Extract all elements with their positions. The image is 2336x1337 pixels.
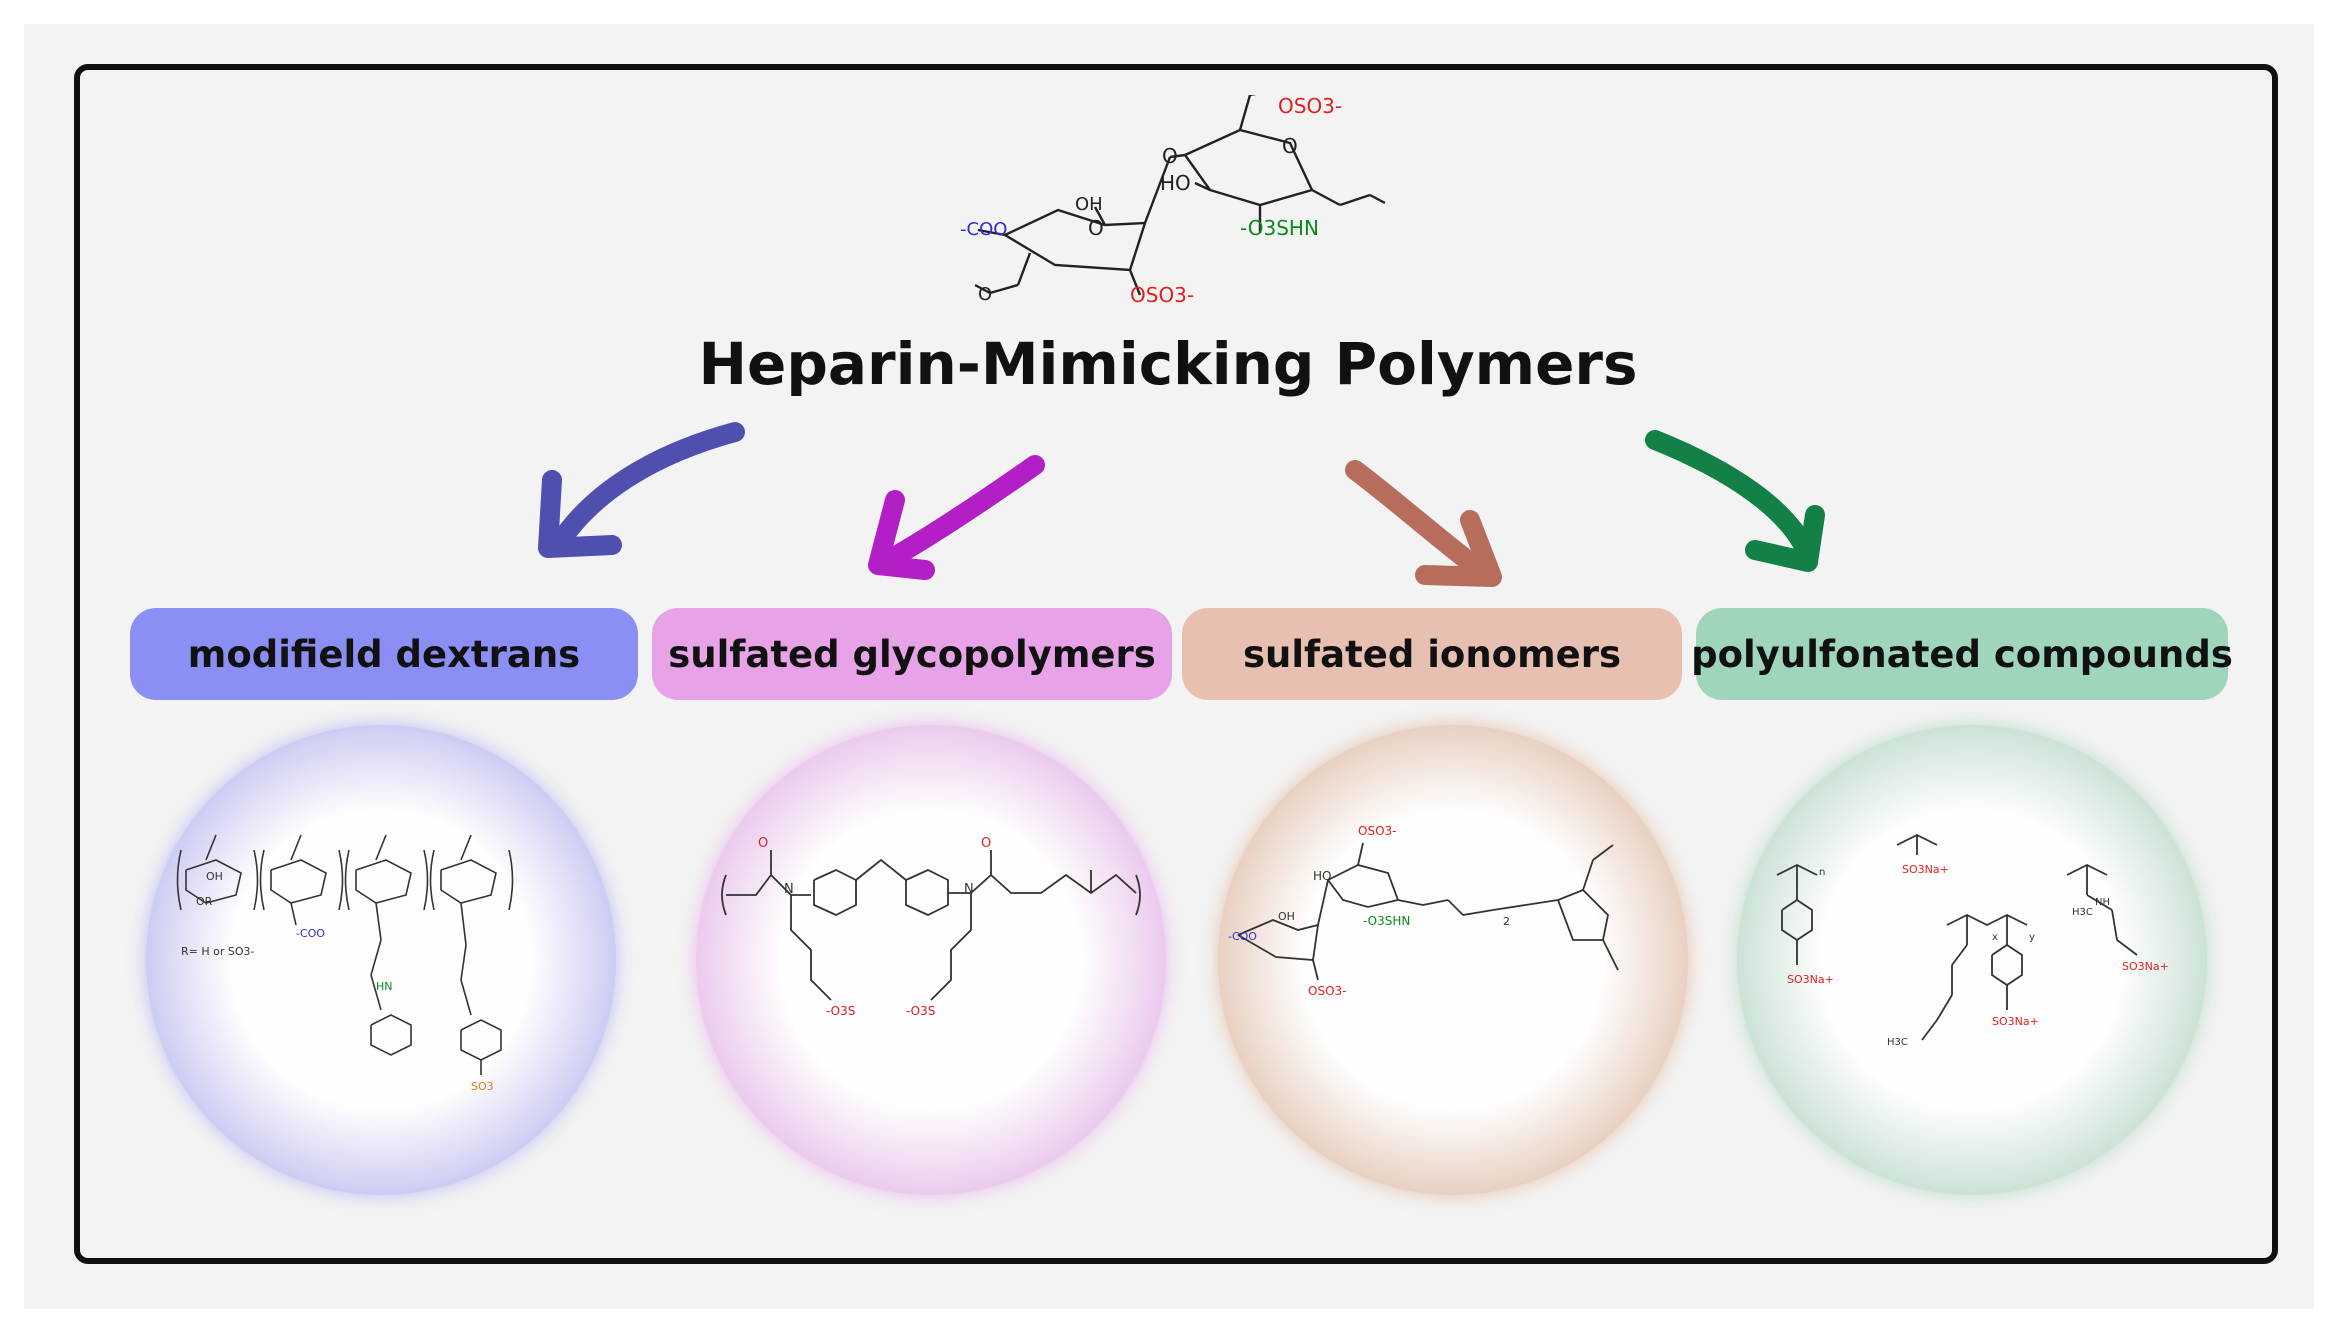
label-o3shn: -O3SHN: [1240, 216, 1319, 240]
dextran-hn-label: HN: [376, 980, 393, 993]
ionomer-oh: OH: [1278, 910, 1295, 923]
polysulfonate-structure: SO3Na+ SO3Na+ SO3Na+ SO3Na+ n x y H3C NH…: [1776, 833, 2169, 1048]
label-link-oxygen: O: [1162, 144, 1178, 168]
polysulfonate-so3na-3: SO3Na+: [1992, 1015, 2039, 1028]
dextran-so3-label: SO3: [471, 1080, 494, 1093]
category-pill-sulfated-ionomers: sulfated ionomers: [1182, 608, 1682, 700]
ionomer-ho: HO: [1313, 869, 1331, 883]
label-oso3-bottom: OSO3-: [1130, 283, 1194, 307]
ionomer-oso3-top: OSO3-: [1358, 824, 1396, 838]
label-oso3-top: OSO3-: [1278, 95, 1342, 118]
polysulfonate-n: n: [1819, 867, 1825, 878]
ionomer-subscript: 2: [1503, 915, 1510, 928]
dextran-structure: OR OH -COO HN SO3 R= H or SO3-: [176, 834, 514, 1093]
glyco-so3-right: -O3S: [906, 1004, 935, 1018]
polysulfonate-h3c: H3C: [2072, 907, 2093, 918]
ionomer-oso3-bottom: OSO3-: [1308, 984, 1346, 998]
dextran-or-label: OR: [196, 895, 213, 908]
polysulfonate-h3c-2: H3C: [1887, 1037, 1908, 1048]
polysulfonate-so3na-2: SO3Na+: [1902, 863, 1949, 876]
structure-circle-ionomers: OSO3- HO -O3SHN OH -COO OSO3- 2: [1218, 725, 1688, 1195]
polysulfonate-x: x: [1992, 932, 1998, 943]
diagram-frame: [74, 64, 2278, 1264]
glyco-n-left: N: [784, 882, 794, 897]
glyco-o-right: O: [981, 836, 991, 851]
arrow-to-modified-dextrans: [538, 422, 745, 558]
dextran-r-note: R= H or SO3-: [181, 945, 255, 958]
ionomer-structure: OSO3- HO -O3SHN OH -COO OSO3- 2: [1228, 824, 1619, 998]
ionomer-o3shn: -O3SHN: [1363, 914, 1410, 928]
label-ring-oxygen-left: O: [1088, 216, 1104, 240]
structure-circle-glycopolymers: O O N N -O3S -O3S: [696, 725, 1166, 1195]
dextran-oh-label: OH: [206, 870, 223, 883]
label-ring-oxygen: O: [1282, 134, 1298, 158]
category-pill-sulfated-glycopolymers: sulfated glycopolymers: [652, 608, 1172, 700]
label-coo: -COO: [960, 219, 1007, 240]
arrow-to-sulfated-ionomers: [1345, 460, 1502, 587]
glyco-n-right: N: [964, 882, 974, 897]
label-oxygen-bottom: O: [978, 284, 992, 305]
glyco-o-left: O: [758, 836, 768, 851]
arrow-to-polysulfonated-compounds: [1645, 430, 1825, 572]
polysulfonate-so3na-1: SO3Na+: [1787, 973, 1834, 986]
structure-circle-polysulfonates: SO3Na+ SO3Na+ SO3Na+ SO3Na+ n x y H3C NH…: [1737, 725, 2207, 1195]
label-oh: OH: [1075, 194, 1103, 215]
label-ho: HO: [1160, 171, 1191, 195]
structure-circle-dextrans: OR OH -COO HN SO3 R= H or SO3-: [146, 725, 616, 1195]
heparin-structure: OSO3- O HO -O3SHN O OH O -COO OSO3- O: [960, 95, 1386, 307]
glyco-so3-left: -O3S: [826, 1004, 855, 1018]
glycopolymer-structure: O O N N -O3S -O3S: [721, 836, 1141, 1018]
category-pill-polysulfonated-compounds: polyulfonated compounds: [1691, 608, 2233, 700]
diagram-title: Heparin-Mimicking Polymers: [698, 330, 1638, 398]
ionomer-coo: -COO: [1228, 930, 1257, 943]
dextran-coo-label: -COO: [296, 927, 325, 940]
polysulfonate-nh: NH: [2095, 897, 2110, 908]
arrow-to-sulfated-glycopolymers: [868, 455, 1045, 580]
polysulfonate-y: y: [2029, 932, 2035, 943]
polysulfonate-so3na-4: SO3Na+: [2122, 960, 2169, 973]
category-pill-modified-dextrans: modifield dextrans: [130, 608, 638, 700]
